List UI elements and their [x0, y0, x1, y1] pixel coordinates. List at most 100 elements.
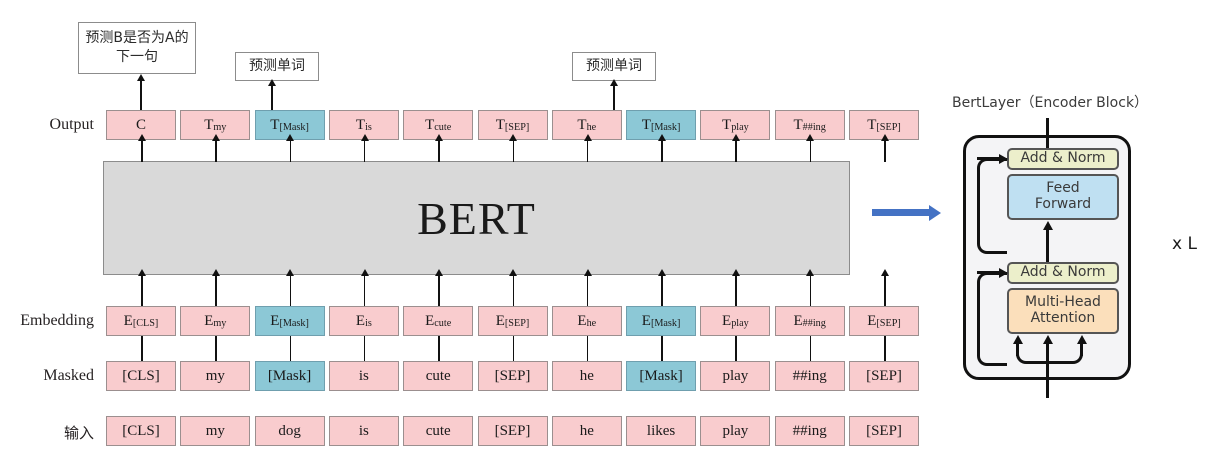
- token-subscript: [SEP]: [504, 121, 530, 133]
- encoder-arrow-into-ffn: [1046, 228, 1049, 254]
- token-text: E: [867, 312, 877, 329]
- token-cell-input-9: ##ing: [774, 416, 845, 446]
- token-text: [CLS]: [122, 367, 160, 384]
- token-text: ##ing: [792, 422, 827, 439]
- token-text: [CLS]: [122, 422, 160, 439]
- token-cell-input-7: likes: [626, 416, 697, 446]
- line-masked-to-embedding-1: [215, 336, 217, 361]
- token-text: T: [641, 116, 651, 133]
- token-text: E: [722, 312, 732, 329]
- token-subscript: [Mask]: [650, 121, 681, 133]
- arrow-embedding-to-bert-5: [512, 275, 515, 306]
- arrow-embedding-to-bert-8: [735, 275, 737, 306]
- token-cell-embedding-5: E[SEP]: [477, 306, 548, 336]
- encoder-add-norm-bottom: Add & Norm: [1007, 262, 1119, 284]
- token-text: play: [722, 422, 749, 439]
- token-subscript: is: [365, 121, 372, 133]
- token-cell-masked-8: play: [700, 361, 771, 391]
- row-label-masked: Masked: [43, 367, 94, 384]
- arrow-embedding-to-bert-10: [884, 275, 886, 306]
- token-text: E: [123, 312, 133, 329]
- token-subscript: he: [586, 317, 597, 329]
- token-cell-embedding-10: E[SEP]: [849, 306, 919, 336]
- encoder-residual-attention-arrow: [977, 271, 1000, 274]
- line-masked-to-embedding-6: [586, 336, 589, 361]
- callout-masked-word-right: 预测单词: [572, 52, 656, 81]
- token-cell-masked-1: my: [180, 361, 251, 391]
- arrow-mlm-left-to-output: [271, 85, 273, 110]
- arrow-nsp-to-output: [140, 80, 142, 110]
- encoder-residual-attention: [977, 272, 1007, 366]
- token-text: T: [270, 116, 280, 133]
- token-cell-input-3: is: [328, 416, 399, 446]
- encoder-bottom-line: [1046, 358, 1049, 398]
- token-cell-input-5: [SEP]: [477, 416, 548, 446]
- token-cell-masked-6: he: [551, 361, 622, 391]
- token-cell-masked-3: is: [328, 361, 399, 391]
- token-cell-masked-0: [CLS]: [106, 361, 176, 391]
- token-text: ##ing: [792, 367, 827, 384]
- arrow-bert-to-output-0: [141, 140, 143, 162]
- arrow-bert-to-output-1: [215, 140, 217, 162]
- arrow-embedding-to-bert-1: [215, 275, 217, 306]
- encoder-add-norm-top: Add & Norm: [1007, 148, 1119, 170]
- token-cell-embedding-9: E##ing: [774, 306, 845, 336]
- token-subscript: play: [731, 121, 749, 133]
- token-text: T: [425, 116, 435, 133]
- token-text: my: [205, 367, 225, 384]
- token-text: [Mask]: [639, 367, 683, 384]
- token-text: E: [793, 312, 803, 329]
- token-subscript: [Mask]: [650, 317, 681, 329]
- encoder-multi-head-attention: Multi-Head Attention: [1007, 288, 1119, 334]
- token-cell-masked-4: cute: [403, 361, 474, 391]
- token-text: E: [270, 312, 280, 329]
- token-cell-input-8: play: [700, 416, 771, 446]
- arrow-embedding-to-bert-2: [289, 275, 292, 306]
- encoder-top-line: [1046, 118, 1049, 154]
- token-text: dog: [278, 422, 301, 439]
- line-masked-to-embedding-4: [438, 336, 440, 361]
- token-subscript: [Mask]: [279, 121, 309, 133]
- line-masked-to-embedding-0: [141, 336, 143, 361]
- encoder-panel-title: BertLayer（Encoder Block）: [952, 95, 1149, 111]
- arrow-bert-to-output-4: [438, 140, 440, 162]
- token-cell-embedding-0: E[CLS]: [106, 306, 176, 336]
- token-subscript: ##ing: [802, 121, 826, 133]
- encoder-residual-ffn: [977, 158, 1007, 254]
- token-text: T: [722, 116, 732, 133]
- line-masked-to-embedding-9: [809, 336, 812, 361]
- token-text: T: [793, 116, 803, 133]
- arrow-embedding-to-bert-3: [363, 275, 366, 306]
- line-masked-to-embedding-2: [289, 336, 292, 361]
- encoder-qkv-center: [1046, 342, 1049, 366]
- token-text: is: [358, 422, 369, 439]
- token-subscript: [SEP]: [876, 317, 901, 329]
- token-text: T: [867, 116, 877, 133]
- arrow-embedding-to-bert-0: [141, 275, 143, 306]
- token-cell-masked-7: [Mask]: [626, 361, 697, 391]
- callout-next-sentence-prediction: 预测B是否为A的下一句: [78, 22, 196, 74]
- encoder-repeat-count: x L: [1172, 234, 1197, 254]
- token-cell-embedding-7: E[Mask]: [626, 306, 697, 336]
- token-text: C: [135, 116, 146, 133]
- token-subscript: [CLS]: [132, 317, 159, 329]
- token-text: my: [205, 422, 225, 439]
- token-cell-embedding-2: E[Mask]: [254, 306, 325, 336]
- token-subscript: [Mask]: [279, 317, 309, 329]
- token-subscript: play: [731, 317, 749, 329]
- row-label-output: Output: [49, 116, 94, 133]
- token-text: cute: [425, 422, 451, 439]
- line-masked-to-embedding-8: [735, 336, 737, 361]
- token-text: E: [495, 312, 505, 329]
- token-cell-masked-2: [Mask]: [254, 361, 325, 391]
- encoder-feed-forward: Feed Forward: [1007, 174, 1119, 220]
- arrow-embedding-to-bert-6: [586, 275, 589, 306]
- token-text: [SEP]: [866, 422, 902, 439]
- line-masked-to-embedding-10: [884, 336, 886, 361]
- encoder-residual-ffn-arrow: [977, 157, 1000, 160]
